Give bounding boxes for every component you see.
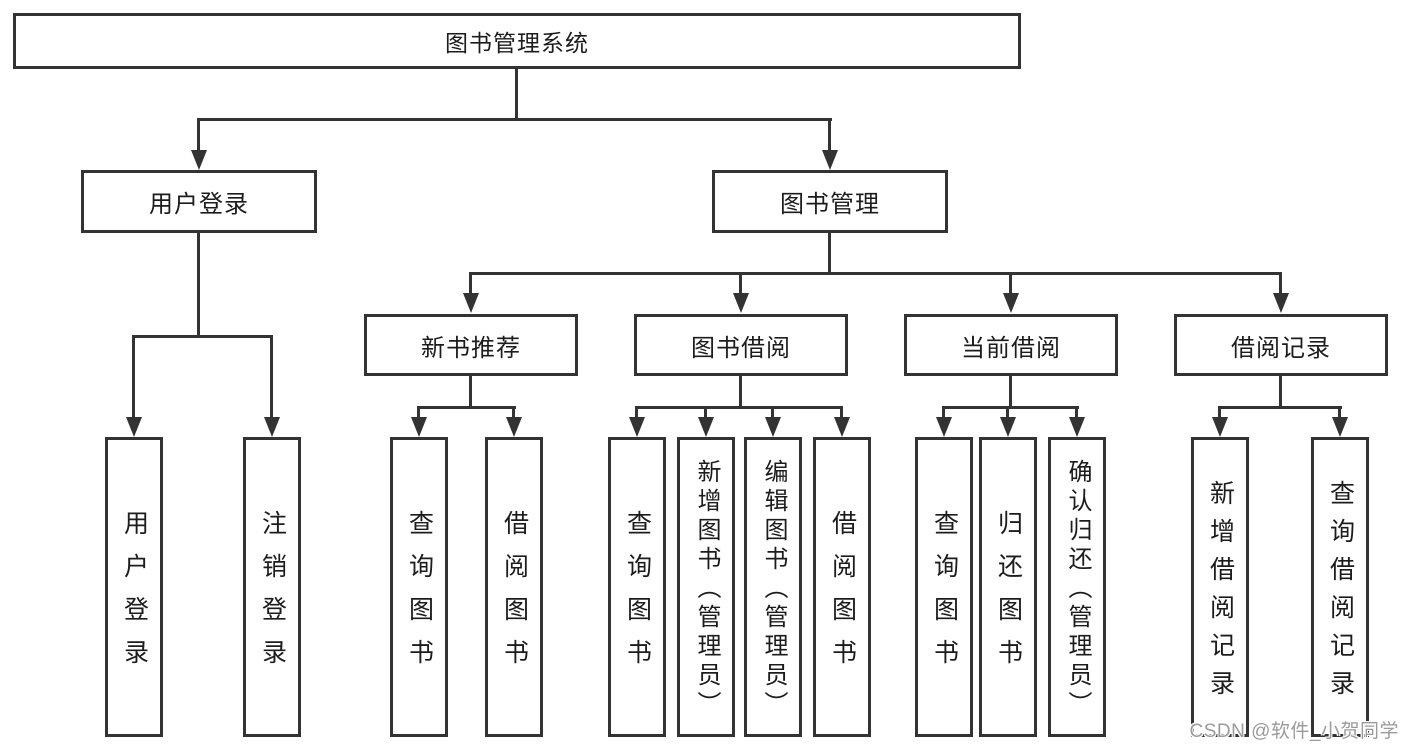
arrow-down-icon xyxy=(126,417,142,437)
node-user-login: 用户登录 xyxy=(81,170,317,233)
connector-line xyxy=(197,233,200,337)
node-current-borrowing: 当前借阅 xyxy=(904,314,1118,376)
arrow-down-icon xyxy=(822,150,838,170)
leaf-return-books: 归还图书 xyxy=(979,437,1037,737)
leaf-confirm-return-admin: 确认归还（管理员） xyxy=(1048,437,1106,737)
connector-line xyxy=(1218,406,1342,409)
leaf-label: 查询图书 xyxy=(623,510,652,682)
connector-line xyxy=(1218,409,1221,419)
connector-line xyxy=(417,406,516,409)
csdn-watermark: CSDN @软件_小贺同学 xyxy=(1189,721,1399,742)
arrow-down-icon xyxy=(1212,417,1228,437)
connector-line xyxy=(132,335,273,338)
connector-line xyxy=(771,409,774,419)
arrow-down-icon xyxy=(765,417,781,437)
connector-line xyxy=(197,121,200,152)
connector-line xyxy=(1279,376,1282,408)
connector-line xyxy=(270,338,273,419)
leaf-label: 查询图书 xyxy=(405,510,434,682)
connector-line xyxy=(739,275,742,295)
connector-line xyxy=(635,406,843,409)
leaf-edit-book-admin: 编辑图书（管理员） xyxy=(744,437,802,737)
arrow-down-icon xyxy=(1332,417,1348,437)
arrow-down-icon xyxy=(191,150,207,170)
connector-line xyxy=(1279,275,1282,295)
arrow-down-icon xyxy=(1069,417,1085,437)
node-library-system: 图书管理系统 xyxy=(13,13,1021,69)
arrow-down-icon xyxy=(1003,293,1019,313)
leaf-logout: 注销登录 xyxy=(243,437,301,737)
connector-line xyxy=(635,409,638,419)
leaf-label: 新增图书（管理员） xyxy=(693,459,720,720)
leaf-query-borrow-record: 查询借阅记录 xyxy=(1311,437,1369,737)
leaf-query-books-recommend: 查询图书 xyxy=(390,437,448,737)
connector-line xyxy=(739,376,742,408)
connector-line xyxy=(1009,275,1012,295)
connector-line xyxy=(1075,409,1078,419)
arrow-down-icon xyxy=(506,417,522,437)
node-book-management: 图书管理 xyxy=(712,170,948,233)
connector-line xyxy=(469,272,1282,275)
leaf-label: 查询借阅记录 xyxy=(1326,479,1355,708)
arrow-down-icon xyxy=(463,293,479,313)
connector-line xyxy=(417,409,420,419)
connector-line xyxy=(942,409,945,419)
connector-line xyxy=(132,338,135,419)
arrow-down-icon xyxy=(411,417,427,437)
leaf-label: 确认归还（管理员） xyxy=(1064,459,1091,720)
arrow-down-icon xyxy=(936,417,952,437)
connector-line xyxy=(1009,376,1012,408)
node-book-borrowing: 图书借阅 xyxy=(634,314,848,376)
connector-line xyxy=(1338,409,1341,419)
leaf-label: 编辑图书（管理员） xyxy=(760,459,787,720)
arrow-down-icon xyxy=(733,293,749,313)
arrow-down-icon xyxy=(1000,417,1016,437)
arrow-down-icon xyxy=(629,417,645,437)
arrow-down-icon xyxy=(264,417,280,437)
connector-line xyxy=(1006,409,1009,419)
connector-line xyxy=(469,275,472,295)
connector-line xyxy=(197,118,832,121)
leaf-user-login: 用户登录 xyxy=(105,437,163,737)
node-borrowing-records: 借阅记录 xyxy=(1174,314,1388,376)
leaf-add-book-admin: 新增图书（管理员） xyxy=(677,437,735,737)
leaf-query-books-current: 查询图书 xyxy=(915,437,973,737)
leaf-label: 借阅图书 xyxy=(500,510,529,682)
connector-line xyxy=(828,233,831,274)
connector-line xyxy=(942,406,1079,409)
leaf-label: 借阅图书 xyxy=(828,510,857,682)
connector-line xyxy=(704,409,707,419)
connector-line xyxy=(469,376,472,408)
arrow-down-icon xyxy=(698,417,714,437)
leaf-add-borrow-record: 新增借阅记录 xyxy=(1191,437,1249,737)
connector-line xyxy=(840,409,843,419)
leaf-query-books-borrowing: 查询图书 xyxy=(608,437,666,737)
leaf-label: 查询图书 xyxy=(930,510,959,682)
leaf-label: 注销登录 xyxy=(258,510,287,682)
connector-line xyxy=(828,121,831,152)
leaf-borrow-books-recommend: 借阅图书 xyxy=(485,437,543,737)
arrow-down-icon xyxy=(834,417,850,437)
leaf-label: 用户登录 xyxy=(120,510,149,682)
node-new-book-recommend: 新书推荐 xyxy=(364,314,578,376)
connector-line xyxy=(512,409,515,419)
leaf-label: 新增借阅记录 xyxy=(1206,479,1235,708)
leaf-borrow-books-borrowing: 借阅图书 xyxy=(813,437,871,737)
leaf-label: 归还图书 xyxy=(994,510,1023,682)
connector-line xyxy=(515,69,518,120)
arrow-down-icon xyxy=(1273,293,1289,313)
